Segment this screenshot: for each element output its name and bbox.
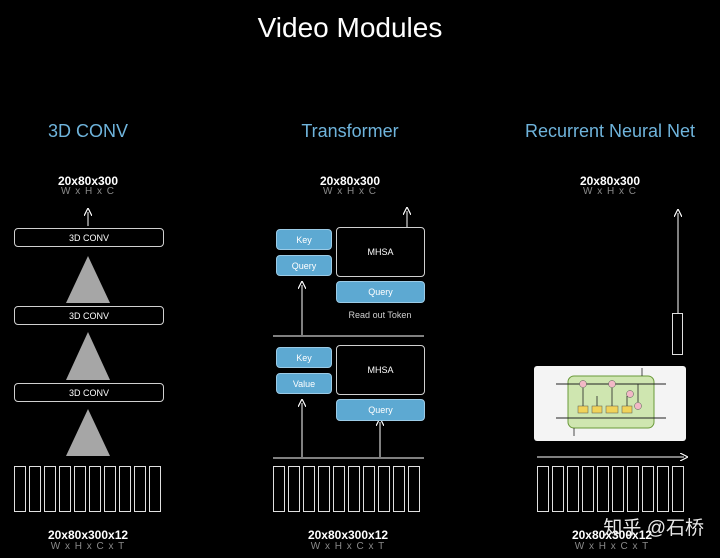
frame <box>89 466 101 512</box>
frame <box>134 466 146 512</box>
frame <box>537 466 549 512</box>
frame <box>378 466 390 512</box>
frame <box>29 466 41 512</box>
frame <box>657 466 669 512</box>
rnn-hidden-state-box <box>672 313 683 355</box>
conv-input-dim: 20x80x300x12 <box>47 528 129 542</box>
frame <box>567 466 579 512</box>
frame <box>642 466 654 512</box>
conv-triangle <box>66 256 110 303</box>
upper-query-box: Query <box>336 281 425 303</box>
frame <box>44 466 56 512</box>
lstm-cell-figure <box>534 366 686 441</box>
frame <box>393 466 405 512</box>
frame <box>14 466 26 512</box>
conv-triangle <box>66 409 110 456</box>
frame <box>627 466 639 512</box>
col-title-transformer: Transformer <box>301 121 399 141</box>
frame <box>408 466 420 512</box>
transformer-input-dim: 20x80x300x12 <box>307 528 389 542</box>
conv-input-sub: W x H x C x T <box>50 541 126 552</box>
frame <box>318 466 330 512</box>
rnn-output-dim: 20x80x300 <box>579 174 641 188</box>
transformer-input-frames <box>273 466 420 512</box>
frame <box>59 466 71 512</box>
transformer-output-dim: 20x80x300 <box>319 174 381 188</box>
upper-query-left-box: Query <box>276 255 332 276</box>
conv-output-dim: 20x80x300 <box>57 174 119 188</box>
upper-key-box: Key <box>276 229 332 250</box>
lower-key-box: Key <box>276 347 332 368</box>
conv-output-sub: W x H x C <box>61 186 115 197</box>
frame <box>612 466 624 512</box>
frame <box>273 466 285 512</box>
lower-value-box: Value <box>276 373 332 394</box>
frame <box>672 466 684 512</box>
rnn-input-sub: W x H x C x T <box>574 541 650 552</box>
frame <box>149 466 161 512</box>
rnn-input-frames <box>537 466 684 512</box>
upper-mhsa-box: MHSA <box>336 227 425 277</box>
watermark: 知乎 @石桥 <box>603 518 704 539</box>
frame <box>597 466 609 512</box>
frame <box>348 466 360 512</box>
lower-query-box: Query <box>336 399 425 421</box>
frame <box>303 466 315 512</box>
col-title-rnn: Recurrent Neural Net <box>524 121 696 141</box>
transformer-output-sub: W x H x C <box>323 186 377 197</box>
conv-layer-box: 3D CONV <box>14 383 164 402</box>
frame <box>119 466 131 512</box>
readout-token-label: Read out Token <box>348 310 412 320</box>
frame <box>288 466 300 512</box>
rnn-output-sub: W x H x C <box>583 186 637 197</box>
frame <box>552 466 564 512</box>
conv-layer-box: 3D CONV <box>14 306 164 325</box>
transformer-input-sub: W x H x C x T <box>310 541 386 552</box>
frame <box>582 466 594 512</box>
frame <box>363 466 375 512</box>
conv-layer-box: 3D CONV <box>14 228 164 247</box>
conv-triangle <box>66 332 110 380</box>
frame <box>104 466 116 512</box>
page-title: Video Modules <box>257 12 443 43</box>
rnn-input-dim: 20x80x300x12 <box>571 528 653 542</box>
frame <box>333 466 345 512</box>
conv-input-frames <box>14 466 161 512</box>
lower-mhsa-box: MHSA <box>336 345 425 395</box>
frame <box>74 466 86 512</box>
col-title-3dconv: 3D CONV <box>47 121 128 141</box>
